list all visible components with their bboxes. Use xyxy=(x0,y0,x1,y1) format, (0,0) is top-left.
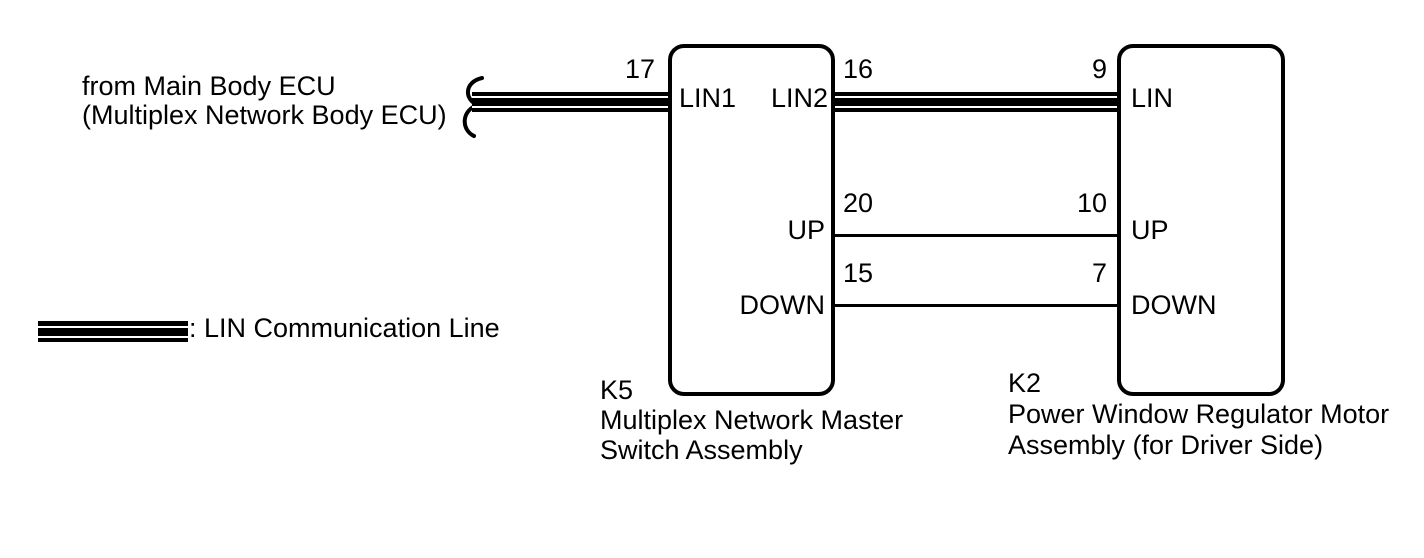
k5-code: K5 xyxy=(600,375,634,405)
k2-terminal-down: DOWN xyxy=(1131,290,1217,320)
up-wire xyxy=(835,234,1117,237)
k5-name-line1: Multiplex Network Master xyxy=(600,405,904,435)
source-label: from Main Body ECU (Multiplex Network Bo… xyxy=(82,72,447,130)
k2-pin-number-up: 10 xyxy=(1076,188,1107,218)
k5-pin-number-lin2: 16 xyxy=(843,54,874,84)
k2-code: K2 xyxy=(1008,368,1042,398)
k5-component-box xyxy=(668,44,835,396)
k5-pin-number-down: 15 xyxy=(843,258,874,288)
k2-terminal-up: UP xyxy=(1131,215,1169,245)
k2-caption: K2 Power Window Regulator Motor Assembly… xyxy=(1008,368,1389,461)
source-label-line2: (Multiplex Network Body ECU) xyxy=(82,100,447,130)
k2-component-box xyxy=(1117,44,1285,396)
k2-name-line2: Assembly (for Driver Side) xyxy=(1008,430,1324,460)
k5-terminal-lin1: LIN1 xyxy=(679,83,737,113)
source-label-line1: from Main Body ECU xyxy=(82,71,336,101)
k2-pin-number-down: 7 xyxy=(1091,258,1107,288)
legend-lin-band-swatch xyxy=(38,321,188,342)
down-wire xyxy=(835,304,1117,307)
k2-name-line1: Power Window Regulator Motor xyxy=(1008,399,1390,429)
lin-wire-main-body-to-k5 xyxy=(472,92,670,112)
k5-terminal-down: DOWN xyxy=(739,290,825,320)
k2-pin-number-lin: 9 xyxy=(1091,54,1107,84)
k5-terminal-up: UP xyxy=(787,215,825,245)
lin-wire-k5-to-k2 xyxy=(835,92,1117,112)
k5-terminal-lin2: LIN2 xyxy=(770,83,828,113)
k5-pin-number-lin1: 17 xyxy=(624,54,655,84)
legend-label: : LIN Communication Line xyxy=(189,313,500,343)
k2-terminal-lin: LIN xyxy=(1131,83,1174,113)
k5-caption: K5 Multiplex Network Master Switch Assem… xyxy=(600,375,903,465)
k5-pin-number-up: 20 xyxy=(843,188,874,218)
k5-name-line2: Switch Assembly xyxy=(600,435,803,465)
